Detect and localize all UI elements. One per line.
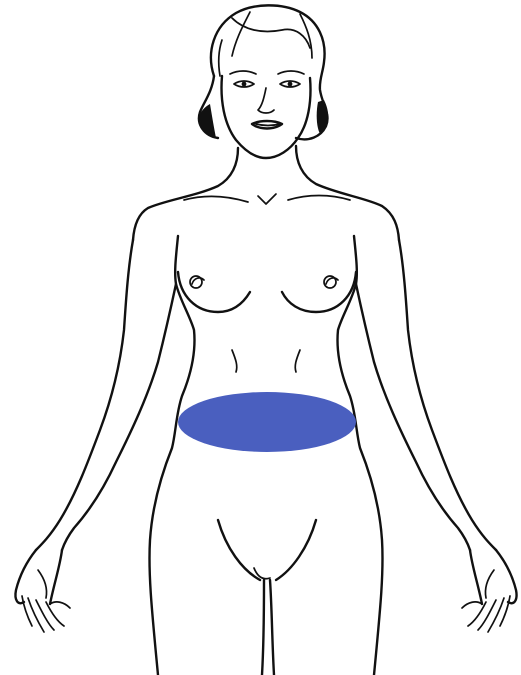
- face: [222, 71, 311, 158]
- abdomen-highlight: [178, 392, 356, 452]
- neck-shoulders: [133, 146, 399, 240]
- hands: [15, 550, 516, 632]
- hair: [199, 5, 328, 139]
- torso: [149, 236, 382, 675]
